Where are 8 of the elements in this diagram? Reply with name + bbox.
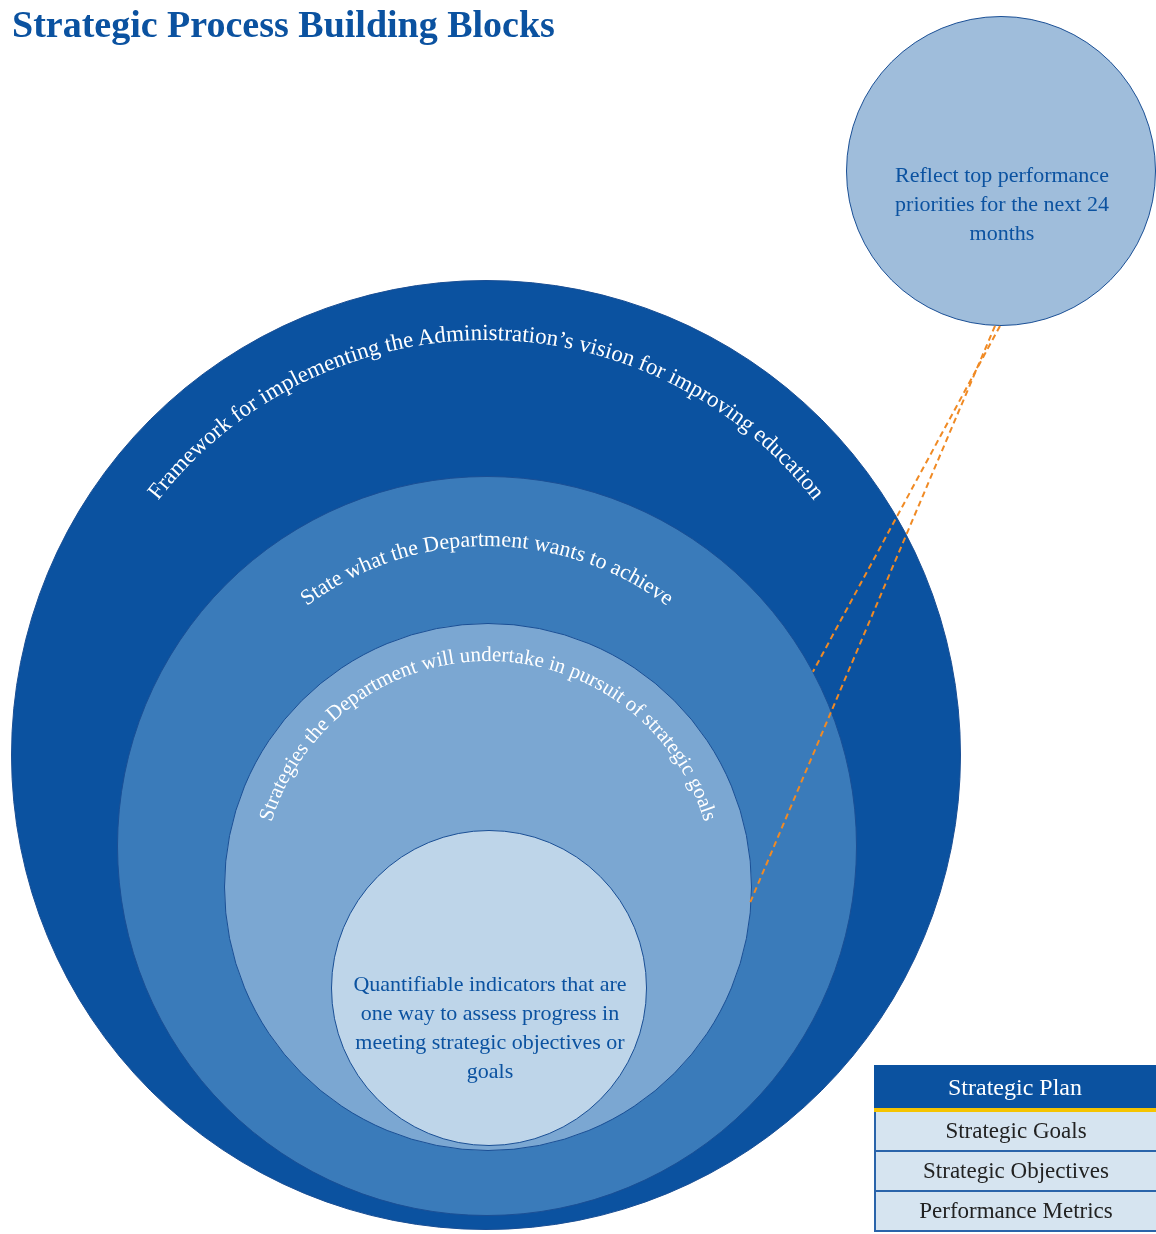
diagram-title: Strategic Process Building Blocks [12, 2, 555, 46]
table-cell: Performance Metrics [874, 1192, 1156, 1232]
dashed-connector [811, 325, 1001, 673]
table-cell: Strategic Goals [874, 1112, 1156, 1152]
table-cell: Strategic Objectives [874, 1152, 1156, 1192]
table-header: Strategic Plan [874, 1065, 1156, 1112]
description-text: Quantifiable indicators that are one way to assess progress in meeting strategic objectives or goals [352, 970, 628, 1085]
description-text: Reflect top performance priorities for the next 24 months [894, 161, 1110, 247]
